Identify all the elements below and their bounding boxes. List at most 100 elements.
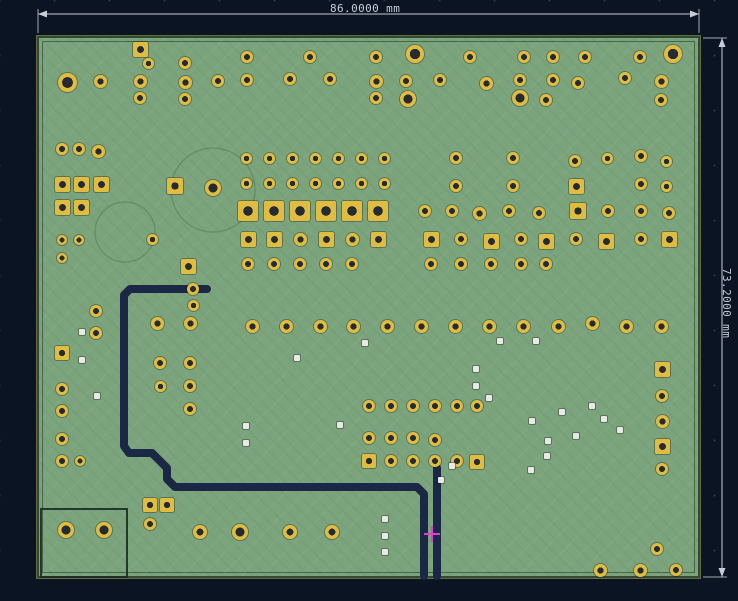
through-hole-pad[interactable] [370, 92, 382, 104]
through-hole-pad[interactable] [385, 455, 397, 467]
through-hole-pad[interactable] [56, 455, 68, 467]
through-hole-pad[interactable] [533, 207, 545, 219]
through-hole-pad[interactable] [184, 380, 196, 392]
through-hole-pad[interactable] [144, 518, 156, 530]
through-hole-pad[interactable] [464, 51, 476, 63]
through-hole-pad[interactable] [378, 152, 390, 164]
through-hole-pad[interactable] [284, 73, 296, 85]
through-hole-pad[interactable] [369, 74, 383, 88]
through-hole-pad[interactable] [241, 74, 253, 86]
through-hole-pad[interactable] [407, 400, 419, 412]
through-hole-pad[interactable] [655, 94, 667, 106]
through-hole-pad[interactable] [368, 201, 388, 221]
through-hole-pad[interactable] [309, 177, 321, 189]
through-hole-pad[interactable] [654, 74, 668, 88]
through-hole-pad[interactable] [167, 178, 183, 194]
through-hole-pad[interactable] [240, 231, 256, 247]
through-hole-pad[interactable] [654, 438, 670, 454]
through-hole-pad[interactable] [434, 74, 446, 86]
through-hole-pad[interactable] [150, 316, 164, 330]
through-hole-pad[interactable] [585, 316, 599, 330]
through-hole-pad[interactable] [551, 319, 565, 333]
smd-pad[interactable] [382, 516, 388, 522]
through-hole-pad[interactable] [283, 525, 297, 539]
through-hole-pad[interactable] [318, 231, 334, 247]
through-hole-pad[interactable] [286, 152, 298, 164]
smd-pad[interactable] [382, 533, 388, 539]
through-hole-pad[interactable] [212, 75, 224, 87]
through-hole-pad[interactable] [482, 319, 496, 333]
through-hole-pad[interactable] [268, 258, 280, 270]
through-hole-pad[interactable] [55, 346, 69, 360]
smd-pad[interactable] [94, 393, 100, 399]
copper-trace[interactable] [120, 285, 428, 580]
through-hole-pad[interactable] [263, 177, 275, 189]
through-hole-pad[interactable] [507, 152, 519, 164]
through-hole-pad[interactable] [56, 405, 68, 417]
through-hole-pad[interactable] [601, 152, 613, 164]
through-hole-pad[interactable] [134, 92, 146, 104]
smd-pad[interactable] [601, 416, 607, 422]
through-hole-pad[interactable] [238, 201, 258, 221]
through-hole-pad[interactable] [380, 319, 394, 333]
through-hole-pad[interactable] [370, 231, 386, 247]
through-hole-pad[interactable] [160, 498, 174, 512]
through-hole-pad[interactable] [132, 41, 148, 57]
through-hole-pad[interactable] [651, 543, 663, 555]
through-hole-pad[interactable] [470, 455, 484, 469]
through-hole-pad[interactable] [512, 90, 528, 106]
through-hole-pad[interactable] [143, 498, 157, 512]
through-hole-pad[interactable] [633, 563, 647, 577]
through-hole-pad[interactable] [184, 357, 196, 369]
through-hole-pad[interactable] [54, 176, 70, 192]
through-hole-pad[interactable] [293, 232, 307, 246]
through-hole-pad[interactable] [294, 258, 306, 270]
through-hole-pad[interactable] [414, 319, 428, 333]
smd-pad[interactable] [243, 423, 249, 429]
through-hole-pad[interactable] [515, 233, 527, 245]
through-hole-pad[interactable] [503, 205, 515, 217]
through-hole-pad[interactable] [241, 51, 253, 63]
through-hole-pad[interactable] [178, 75, 192, 89]
through-hole-pad[interactable] [479, 76, 493, 90]
through-hole-pad[interactable] [73, 176, 89, 192]
through-hole-pad[interactable] [570, 233, 582, 245]
through-hole-pad[interactable] [406, 45, 424, 63]
through-hole-pad[interactable] [547, 51, 559, 63]
through-hole-pad[interactable] [179, 93, 191, 105]
smd-pad[interactable] [573, 433, 579, 439]
through-hole-pad[interactable] [400, 75, 412, 87]
through-hole-pad[interactable] [90, 327, 102, 339]
through-hole-pad[interactable] [569, 155, 581, 167]
through-hole-pad[interactable] [73, 199, 89, 215]
smd-pad[interactable] [486, 395, 492, 401]
through-hole-pad[interactable] [547, 74, 559, 86]
through-hole-pad[interactable] [93, 176, 109, 192]
through-hole-pad[interactable] [514, 74, 526, 86]
smd-pad[interactable] [438, 477, 444, 483]
smd-pad[interactable] [382, 549, 388, 555]
through-hole-pad[interactable] [325, 525, 339, 539]
through-hole-pad[interactable] [593, 563, 607, 577]
through-hole-pad[interactable] [142, 57, 154, 69]
through-hole-pad[interactable] [370, 51, 382, 63]
through-hole-pad[interactable] [568, 178, 584, 194]
through-hole-pad[interactable] [425, 258, 437, 270]
smd-pad[interactable] [79, 329, 85, 335]
through-hole-pad[interactable] [664, 45, 682, 63]
through-hole-pad[interactable] [635, 178, 647, 190]
through-hole-pad[interactable] [472, 206, 486, 220]
through-hole-pad[interactable] [656, 390, 668, 402]
through-hole-pad[interactable] [400, 91, 416, 107]
through-hole-pad[interactable] [378, 177, 390, 189]
through-hole-pad[interactable] [346, 258, 358, 270]
through-hole-pad[interactable] [240, 177, 252, 189]
through-hole-pad[interactable] [309, 152, 321, 164]
through-hole-pad[interactable] [345, 232, 359, 246]
smd-pad[interactable] [529, 418, 535, 424]
through-hole-pad[interactable] [266, 231, 282, 247]
through-hole-pad[interactable] [507, 180, 519, 192]
through-hole-pad[interactable] [332, 152, 344, 164]
through-hole-pad[interactable] [133, 74, 147, 88]
